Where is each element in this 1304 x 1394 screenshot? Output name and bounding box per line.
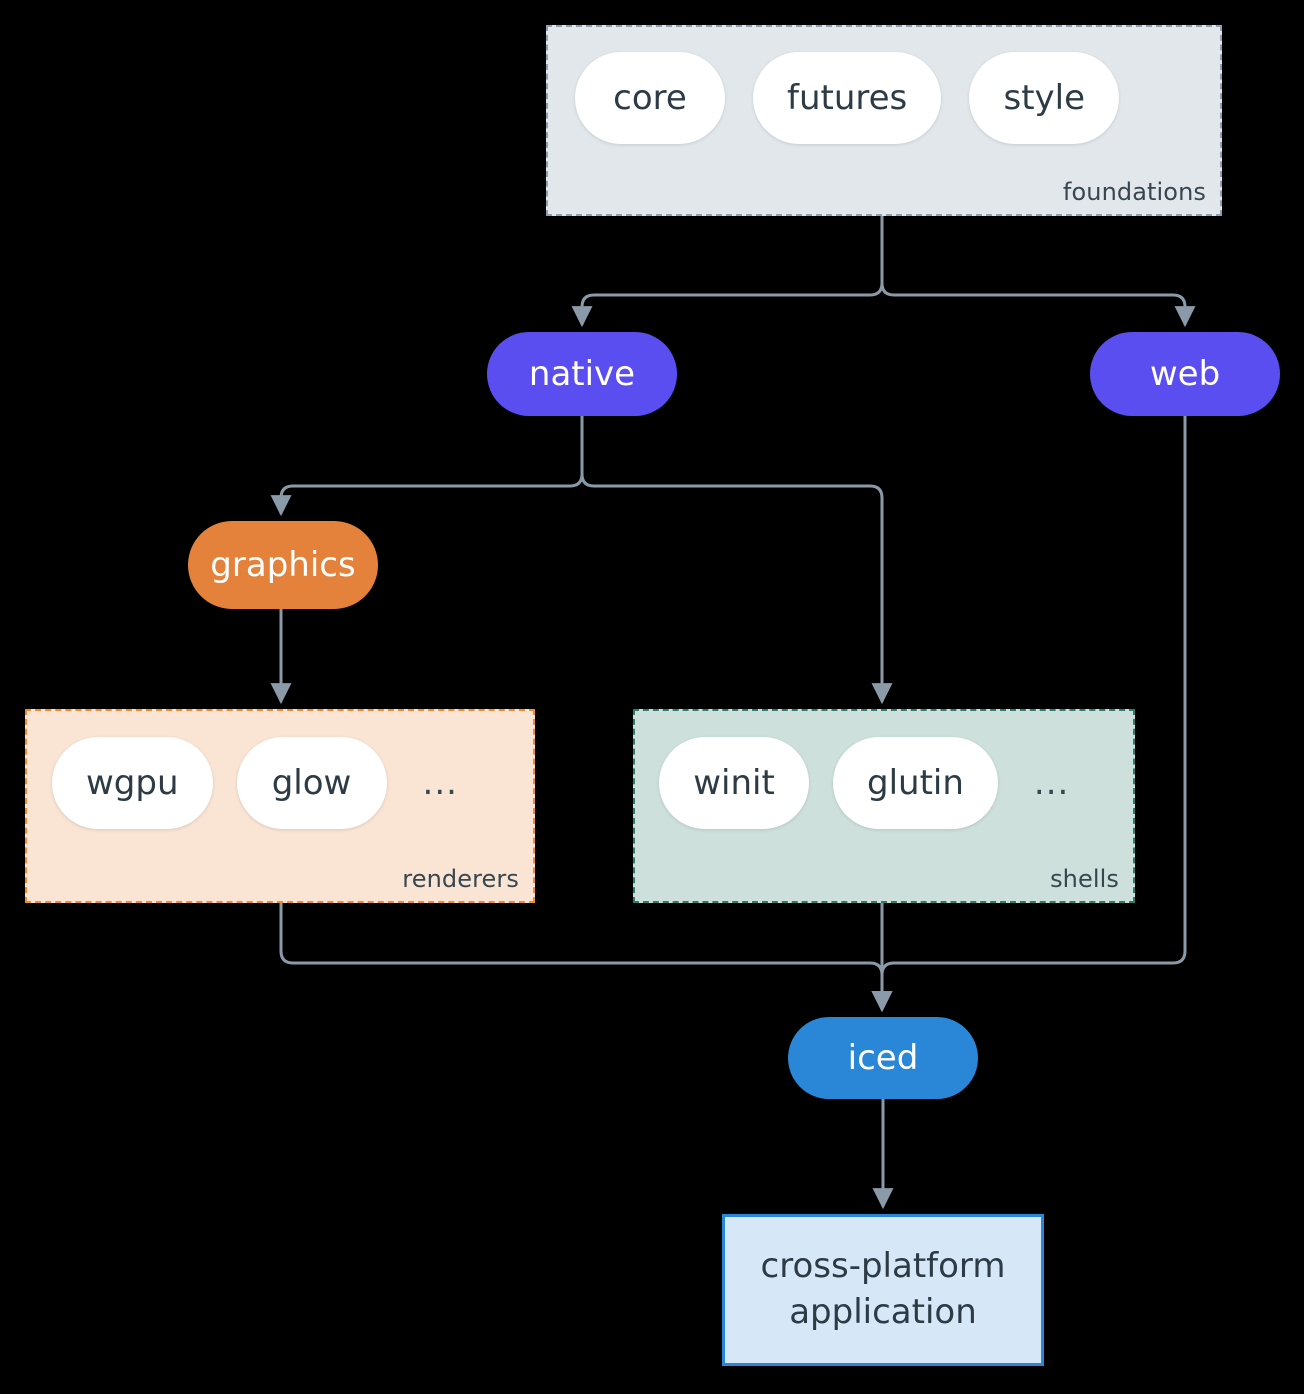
node-core[interactable]: core: [575, 52, 725, 144]
renderers-member-row: wgpu glow ...: [52, 737, 470, 829]
shells-ellipsis: ...: [1033, 763, 1070, 803]
edge-native-graphics: [270, 414, 584, 517]
renderers-ellipsis: ...: [422, 763, 458, 803]
node-cross-platform-application[interactable]: cross-platform application: [722, 1214, 1044, 1366]
foundations-member-row: core futures style: [575, 52, 1120, 144]
edge-renderers-iced: [279, 901, 893, 1013]
cluster-label-shells: shells: [1050, 865, 1119, 893]
shells-member-row: winit glutin ...: [659, 737, 1081, 829]
application-label-line2: application: [789, 1292, 977, 1332]
node-futures[interactable]: futures: [753, 52, 942, 144]
node-glow[interactable]: glow: [236, 737, 387, 829]
node-graphics[interactable]: graphics: [188, 521, 378, 609]
cluster-shells: winit glutin ... shells: [633, 709, 1135, 903]
cluster-label-foundations: foundations: [1062, 178, 1206, 206]
edge-native-shells: [580, 414, 893, 705]
node-wgpu[interactable]: wgpu: [52, 737, 213, 829]
node-web[interactable]: web: [1090, 332, 1280, 416]
node-iced[interactable]: iced: [788, 1017, 978, 1099]
node-style[interactable]: style: [969, 52, 1120, 144]
cluster-renderers: wgpu glow ... renderers: [25, 709, 535, 903]
node-glutin[interactable]: glutin: [833, 737, 998, 829]
edge-foundations-native: [571, 214, 884, 328]
application-label-line1: cross-platform: [760, 1246, 1006, 1287]
edge-foundations-web: [880, 214, 1196, 328]
node-winit[interactable]: winit: [659, 737, 809, 829]
cluster-label-renderers: renderers: [402, 865, 519, 893]
node-native[interactable]: native: [487, 332, 677, 416]
cluster-foundations: core futures style foundations: [546, 25, 1222, 216]
